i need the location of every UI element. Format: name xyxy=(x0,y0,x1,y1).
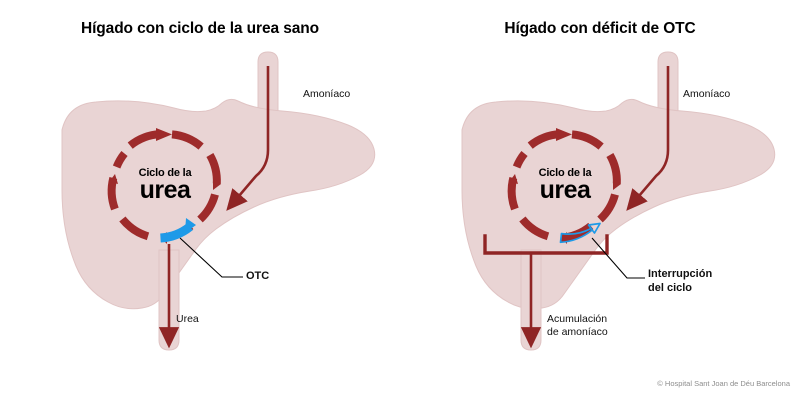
otc-enzyme-segment xyxy=(160,218,196,243)
liver-silhouette xyxy=(61,98,376,310)
cycle-label-large: urea xyxy=(139,176,191,204)
label-ammonia-inflow: Amoníaco xyxy=(683,88,731,100)
credit-text: © Hospital Sant Joan de Déu Barcelona xyxy=(657,379,790,388)
panel-title-healthy: Hígado con ciclo de la urea sano xyxy=(81,20,319,37)
ammonia-flow-arrow xyxy=(626,66,670,211)
label-interruption-line1: Interrupción xyxy=(648,268,713,280)
cycle-label-large: urea xyxy=(539,176,591,204)
label-ammonia-accumulation: Acumulación de amoníaco xyxy=(547,313,608,339)
panel-otc-deficit: Hígado con déficit de OTC xyxy=(400,0,800,404)
deficit-liver-illustration xyxy=(461,51,776,351)
label-urea-outflow: Urea xyxy=(176,313,199,325)
panel-healthy-liver: Hígado con ciclo de la urea sano xyxy=(61,20,376,351)
label-otc: OTC xyxy=(246,270,270,282)
healthy-liver-illustration xyxy=(61,51,376,351)
cycle-label-small: Ciclo de la xyxy=(538,167,592,179)
interruption-leader-line xyxy=(591,237,645,279)
urea-cycle-arrowheads xyxy=(509,128,621,244)
label-accumulation-line2: de amoníaco xyxy=(547,326,608,339)
otc-enzyme-segment-absent xyxy=(559,222,601,244)
ammonia-flow-arrow xyxy=(226,66,270,211)
cycle-center-text-healthy: Ciclo de la urea xyxy=(115,167,215,204)
panel-title-deficit: Hígado con déficit de OTC xyxy=(504,20,696,37)
label-interruption-line2: del ciclo xyxy=(648,281,693,294)
label-cycle-interruption: Interrupción del ciclo xyxy=(648,268,712,296)
cycle-interruption-bracket xyxy=(483,234,609,255)
otc-leader-line xyxy=(179,237,243,278)
cycle-label-small: Ciclo de la xyxy=(138,167,192,179)
label-ammonia-inflow: Amoníaco xyxy=(303,88,351,100)
cycle-center-text-deficit: Ciclo de la urea xyxy=(515,167,615,204)
label-accumulation-line1: Acumulación xyxy=(547,313,608,325)
liver-silhouette xyxy=(461,98,776,310)
